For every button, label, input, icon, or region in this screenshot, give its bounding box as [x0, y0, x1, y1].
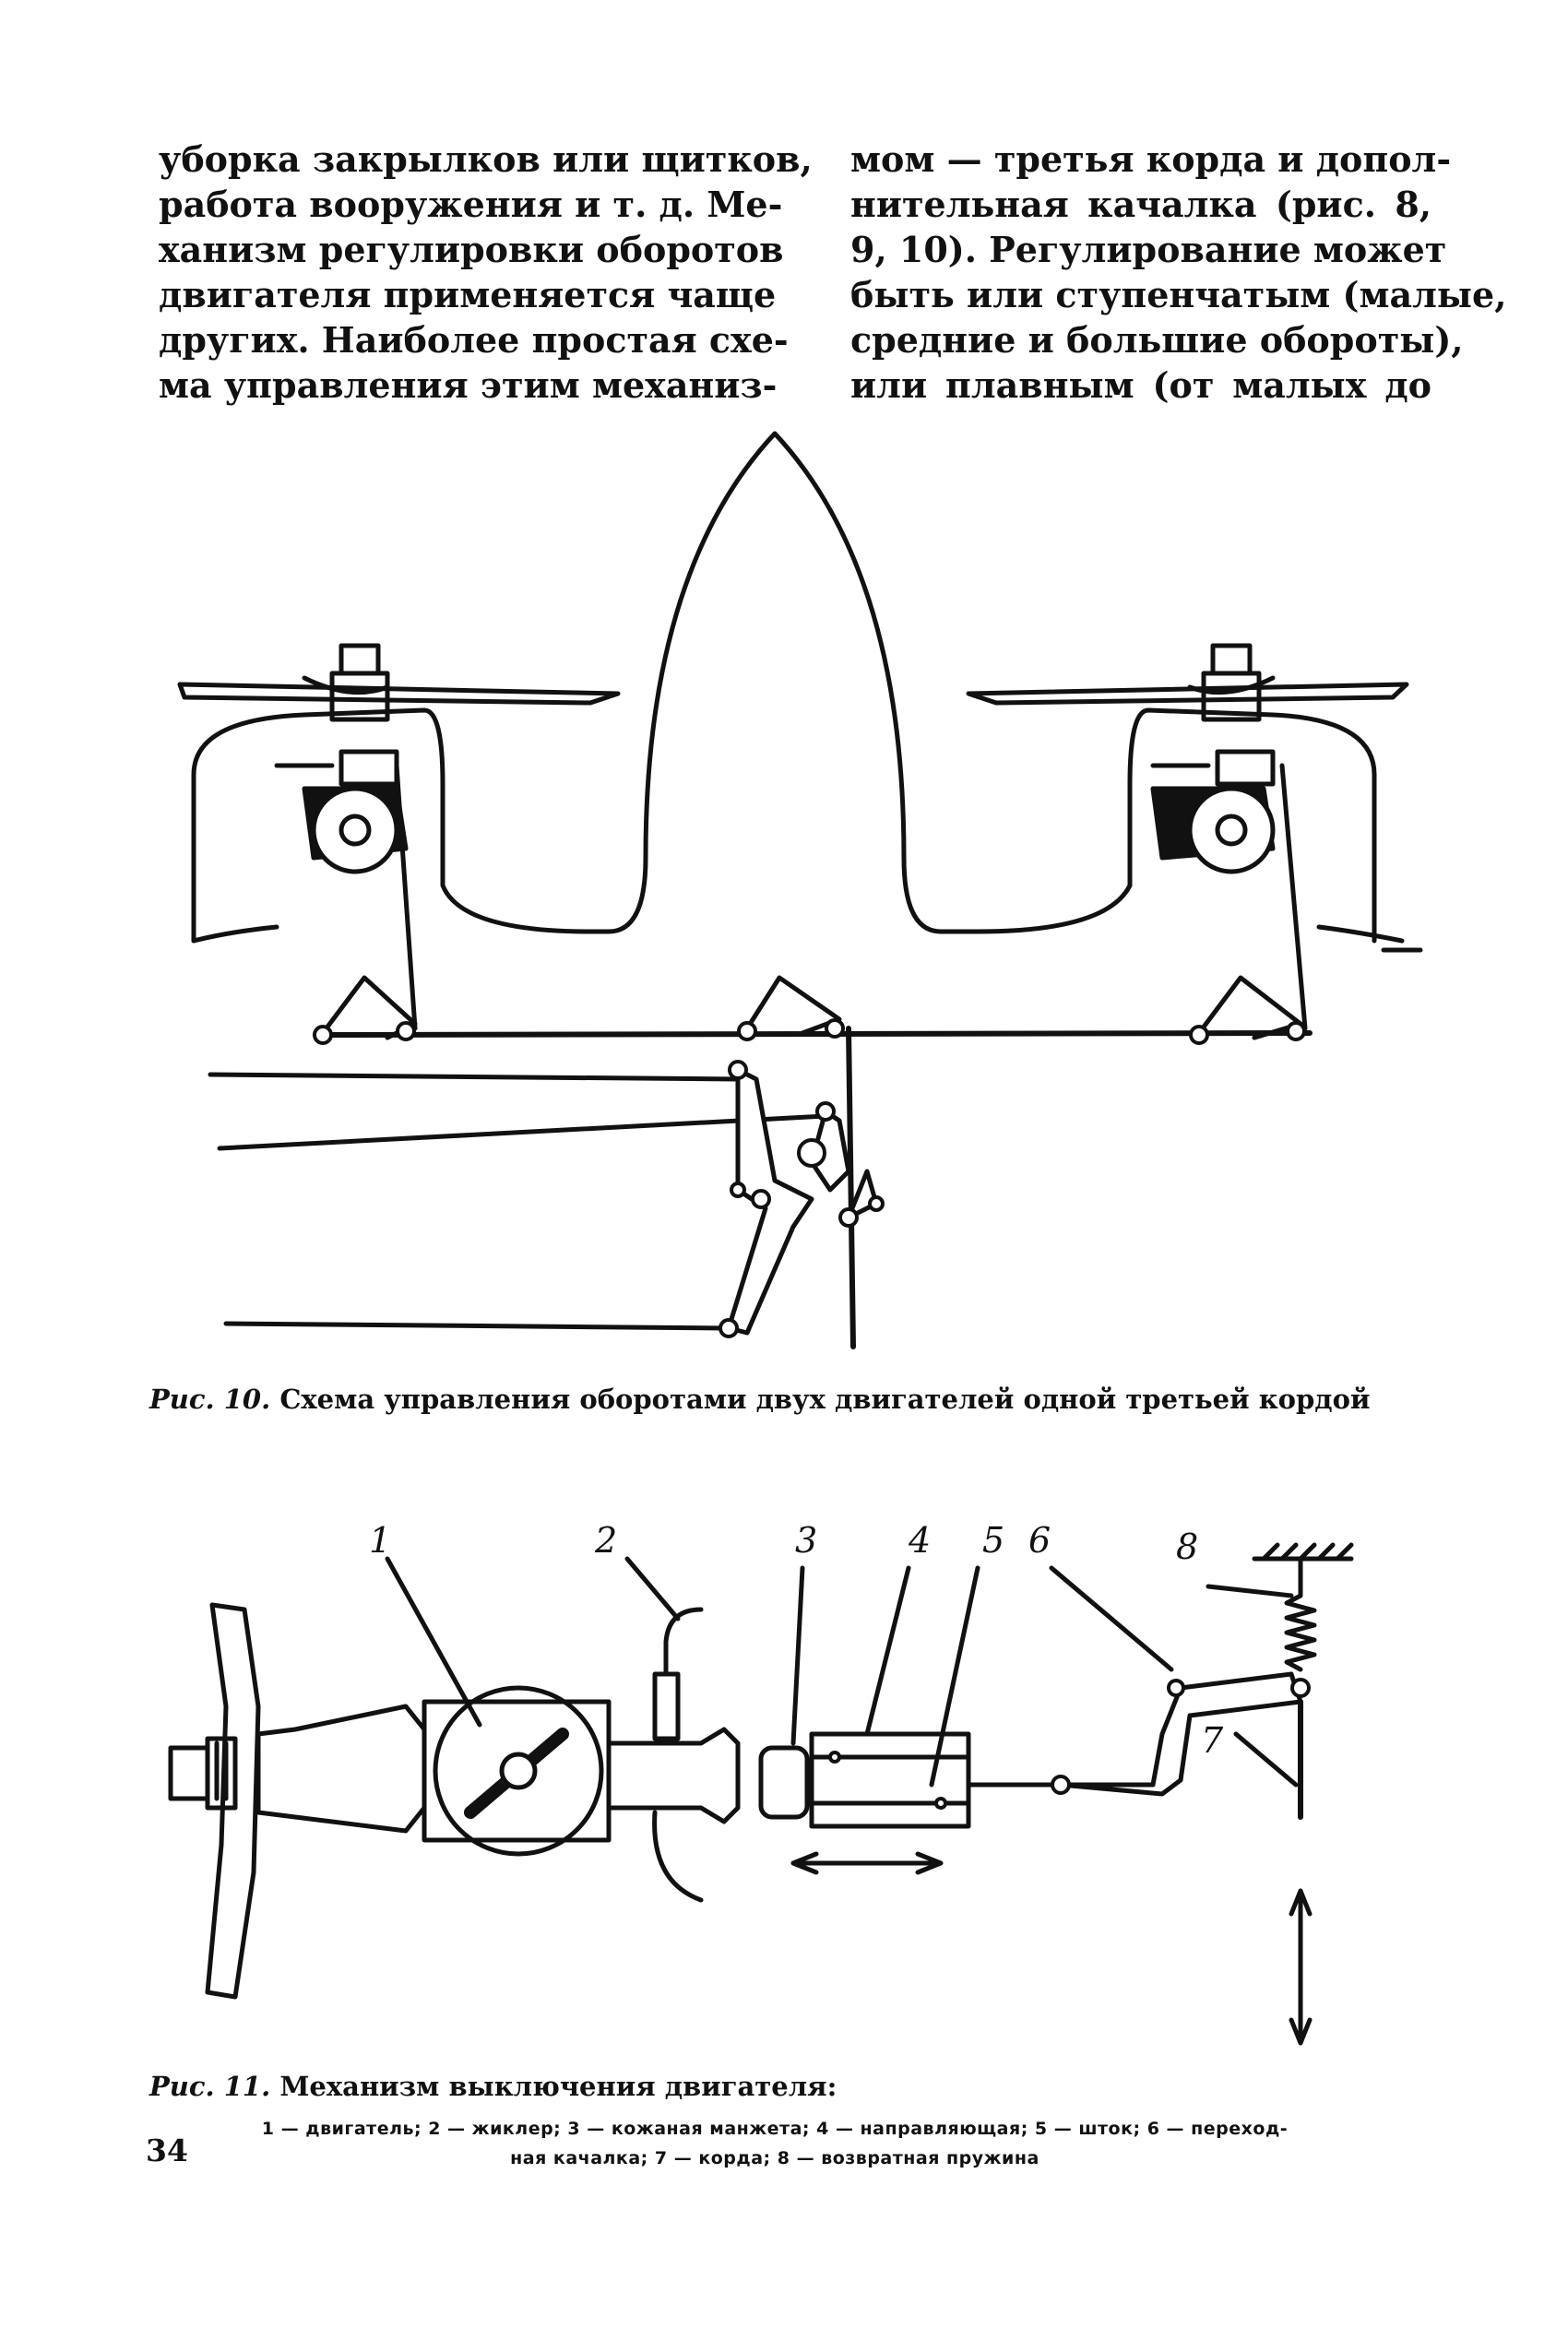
figure-10-caption-text: Схема управления оборотами двух двигател… — [279, 1384, 1371, 1415]
label-6: 6 — [1028, 1520, 1051, 1561]
rocker-right — [1196, 975, 1303, 1040]
label-5: 5 — [982, 1520, 1004, 1561]
text-line: средние и большие обороты), — [850, 319, 1464, 361]
text-line: мом — третья корда и допол- — [850, 138, 1452, 180]
figure-11-diagram: 1 2 3 4 5 6 8 7 — [168, 1520, 1354, 2046]
figure-11-caption-text: Механизм выключения двигателя: — [279, 2071, 837, 2102]
text-line: нительная качалка (рис. 8, — [850, 184, 1431, 225]
legend-line: 1 — двигатель; 2 — жиклер; 3 — кожаная м… — [261, 2119, 1289, 2139]
legend-line: ная качалка; 7 — корда; 8 — возвратная п… — [510, 2148, 1039, 2168]
label-2: 2 — [594, 1520, 617, 1561]
page-number: 34 — [146, 2132, 188, 2168]
label-8: 8 — [1176, 1526, 1198, 1567]
text-line: уборка закрылков или щитков, — [159, 138, 813, 180]
return-spring — [1284, 1556, 1317, 1672]
label-7: 7 — [1201, 1720, 1224, 1761]
connecting-rod — [320, 1030, 1313, 1038]
figure-10-label: Рис. 10. — [149, 1384, 271, 1415]
vertical-arrow — [1289, 1888, 1313, 2046]
label-1: 1 — [369, 1520, 391, 1561]
needle-jet — [652, 1671, 681, 1741]
figure-11-caption: Рис. 11. Механизм выключения двигателя: — [149, 2071, 837, 2102]
text-line: других. Наиболее простая схе- — [159, 319, 789, 361]
right-text-column: мом — третья корда и допол- нительная ка… — [850, 137, 1507, 408]
text-line: или плавным (от малых до — [850, 364, 1431, 406]
left-propeller — [177, 682, 621, 706]
text-line: ханизм регулировки оборотов — [159, 229, 784, 270]
engine-dial — [433, 1685, 604, 1857]
figure-11-label: Рис. 11. — [149, 2071, 271, 2102]
text-line: двигателя применяется чаще — [159, 274, 777, 315]
text-line: 9, 10). Регулирование может — [850, 229, 1447, 270]
figure-10-caption: Рис. 10. Схема управления оборотами двух… — [149, 1384, 1370, 1415]
leather-cuff — [758, 1745, 810, 1820]
horizontal-arrow — [790, 1851, 944, 1875]
guide — [809, 1731, 971, 1829]
left-engine-wheel — [311, 786, 399, 874]
text-line: работа вооружения и т. д. Ме- — [159, 184, 783, 225]
rocker-center — [744, 975, 842, 1036]
right-engine-wheel — [1187, 786, 1276, 874]
text-line: ма управления этим механиз- — [159, 364, 778, 406]
figure-10-diagram — [177, 431, 1423, 1349]
left-text-column: уборка закрылков или щитков, работа воор… — [159, 137, 813, 408]
engine-body — [422, 1699, 612, 1843]
text-line: быть или ступенчатым (малые, — [850, 274, 1507, 315]
label-3: 3 — [795, 1520, 817, 1561]
label-4: 4 — [908, 1520, 931, 1561]
figure-11-legend: 1 — двигатель; 2 — жиклер; 3 — кожаная м… — [148, 2114, 1402, 2173]
fuselage-outline — [191, 431, 1377, 944]
